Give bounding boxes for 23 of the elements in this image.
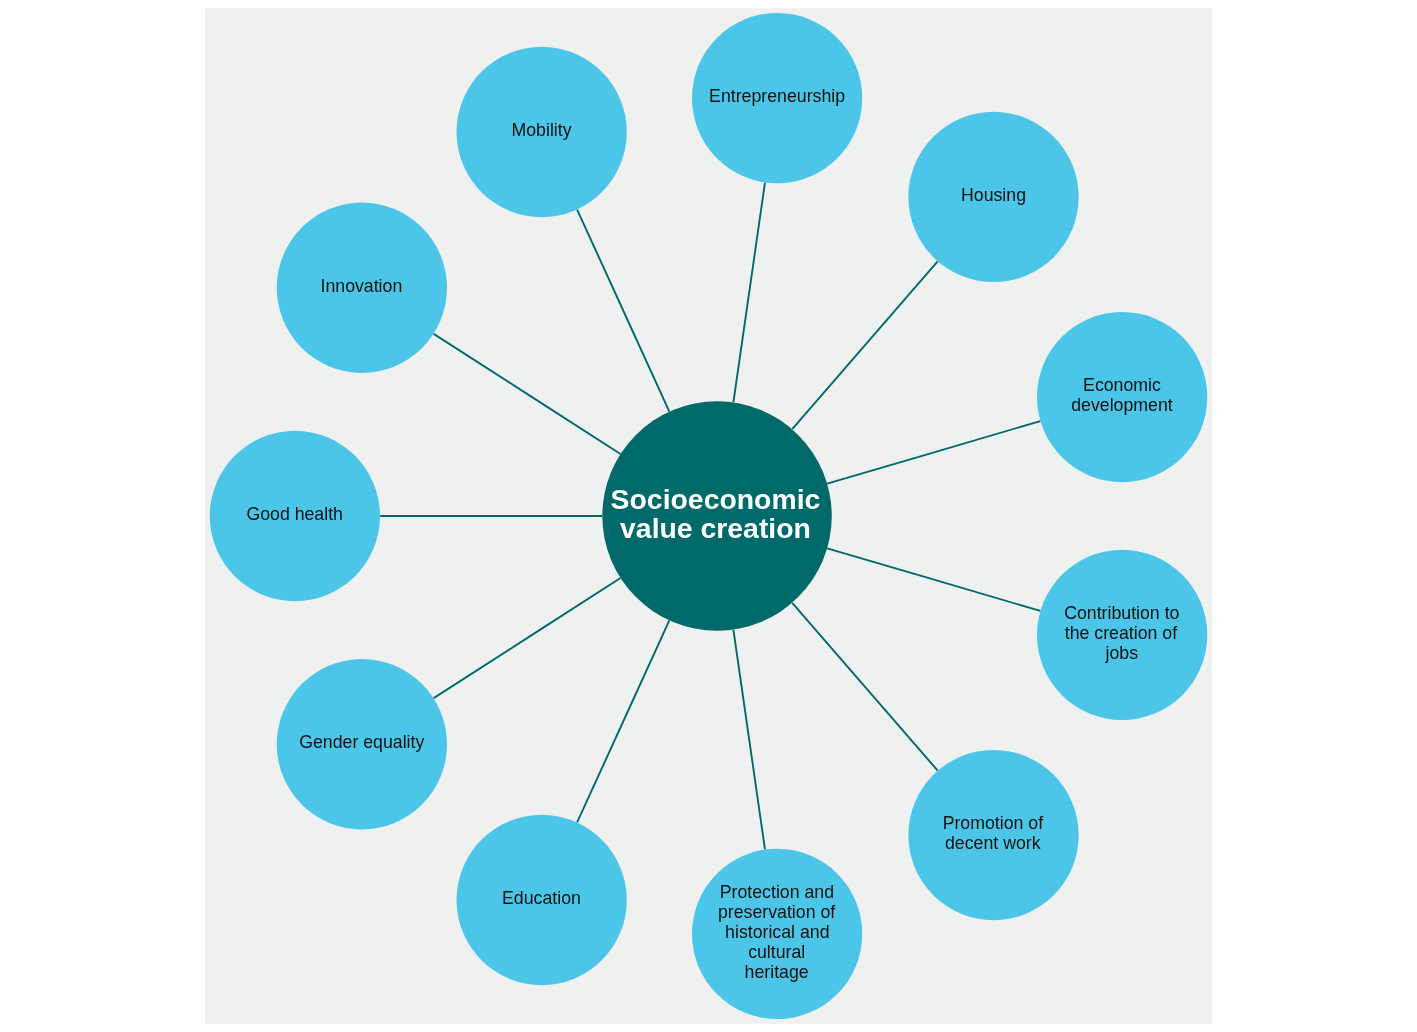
node-circle: Protection and preservation of historical and cultural heritage: [692, 848, 863, 1019]
node-circle: Good health: [209, 430, 381, 602]
node-circle: Socioeconomic value creation: [602, 401, 832, 631]
node-circle: Education: [456, 814, 627, 986]
connector: [732, 181, 766, 404]
node-circle: Contribution to the creation of jobs: [1036, 549, 1208, 721]
connector: [732, 628, 766, 851]
connector: [826, 420, 1042, 485]
node-circle: Entrepreneurship: [692, 13, 863, 184]
connector: [379, 515, 604, 517]
connector: [791, 601, 939, 772]
connector: [576, 208, 671, 413]
node-circle: Innovation: [276, 202, 448, 373]
node-circle: Promotion of decent work: [908, 749, 1079, 921]
node-circle: Mobility: [456, 46, 627, 218]
connector: [432, 332, 622, 455]
connector: [576, 619, 671, 824]
node-circle: Economic development: [1036, 311, 1208, 483]
node-circle: Housing: [908, 111, 1079, 283]
connector: [432, 577, 622, 700]
connector: [791, 260, 939, 431]
node-circle: Gender equality: [276, 659, 448, 830]
connector: [826, 547, 1042, 612]
